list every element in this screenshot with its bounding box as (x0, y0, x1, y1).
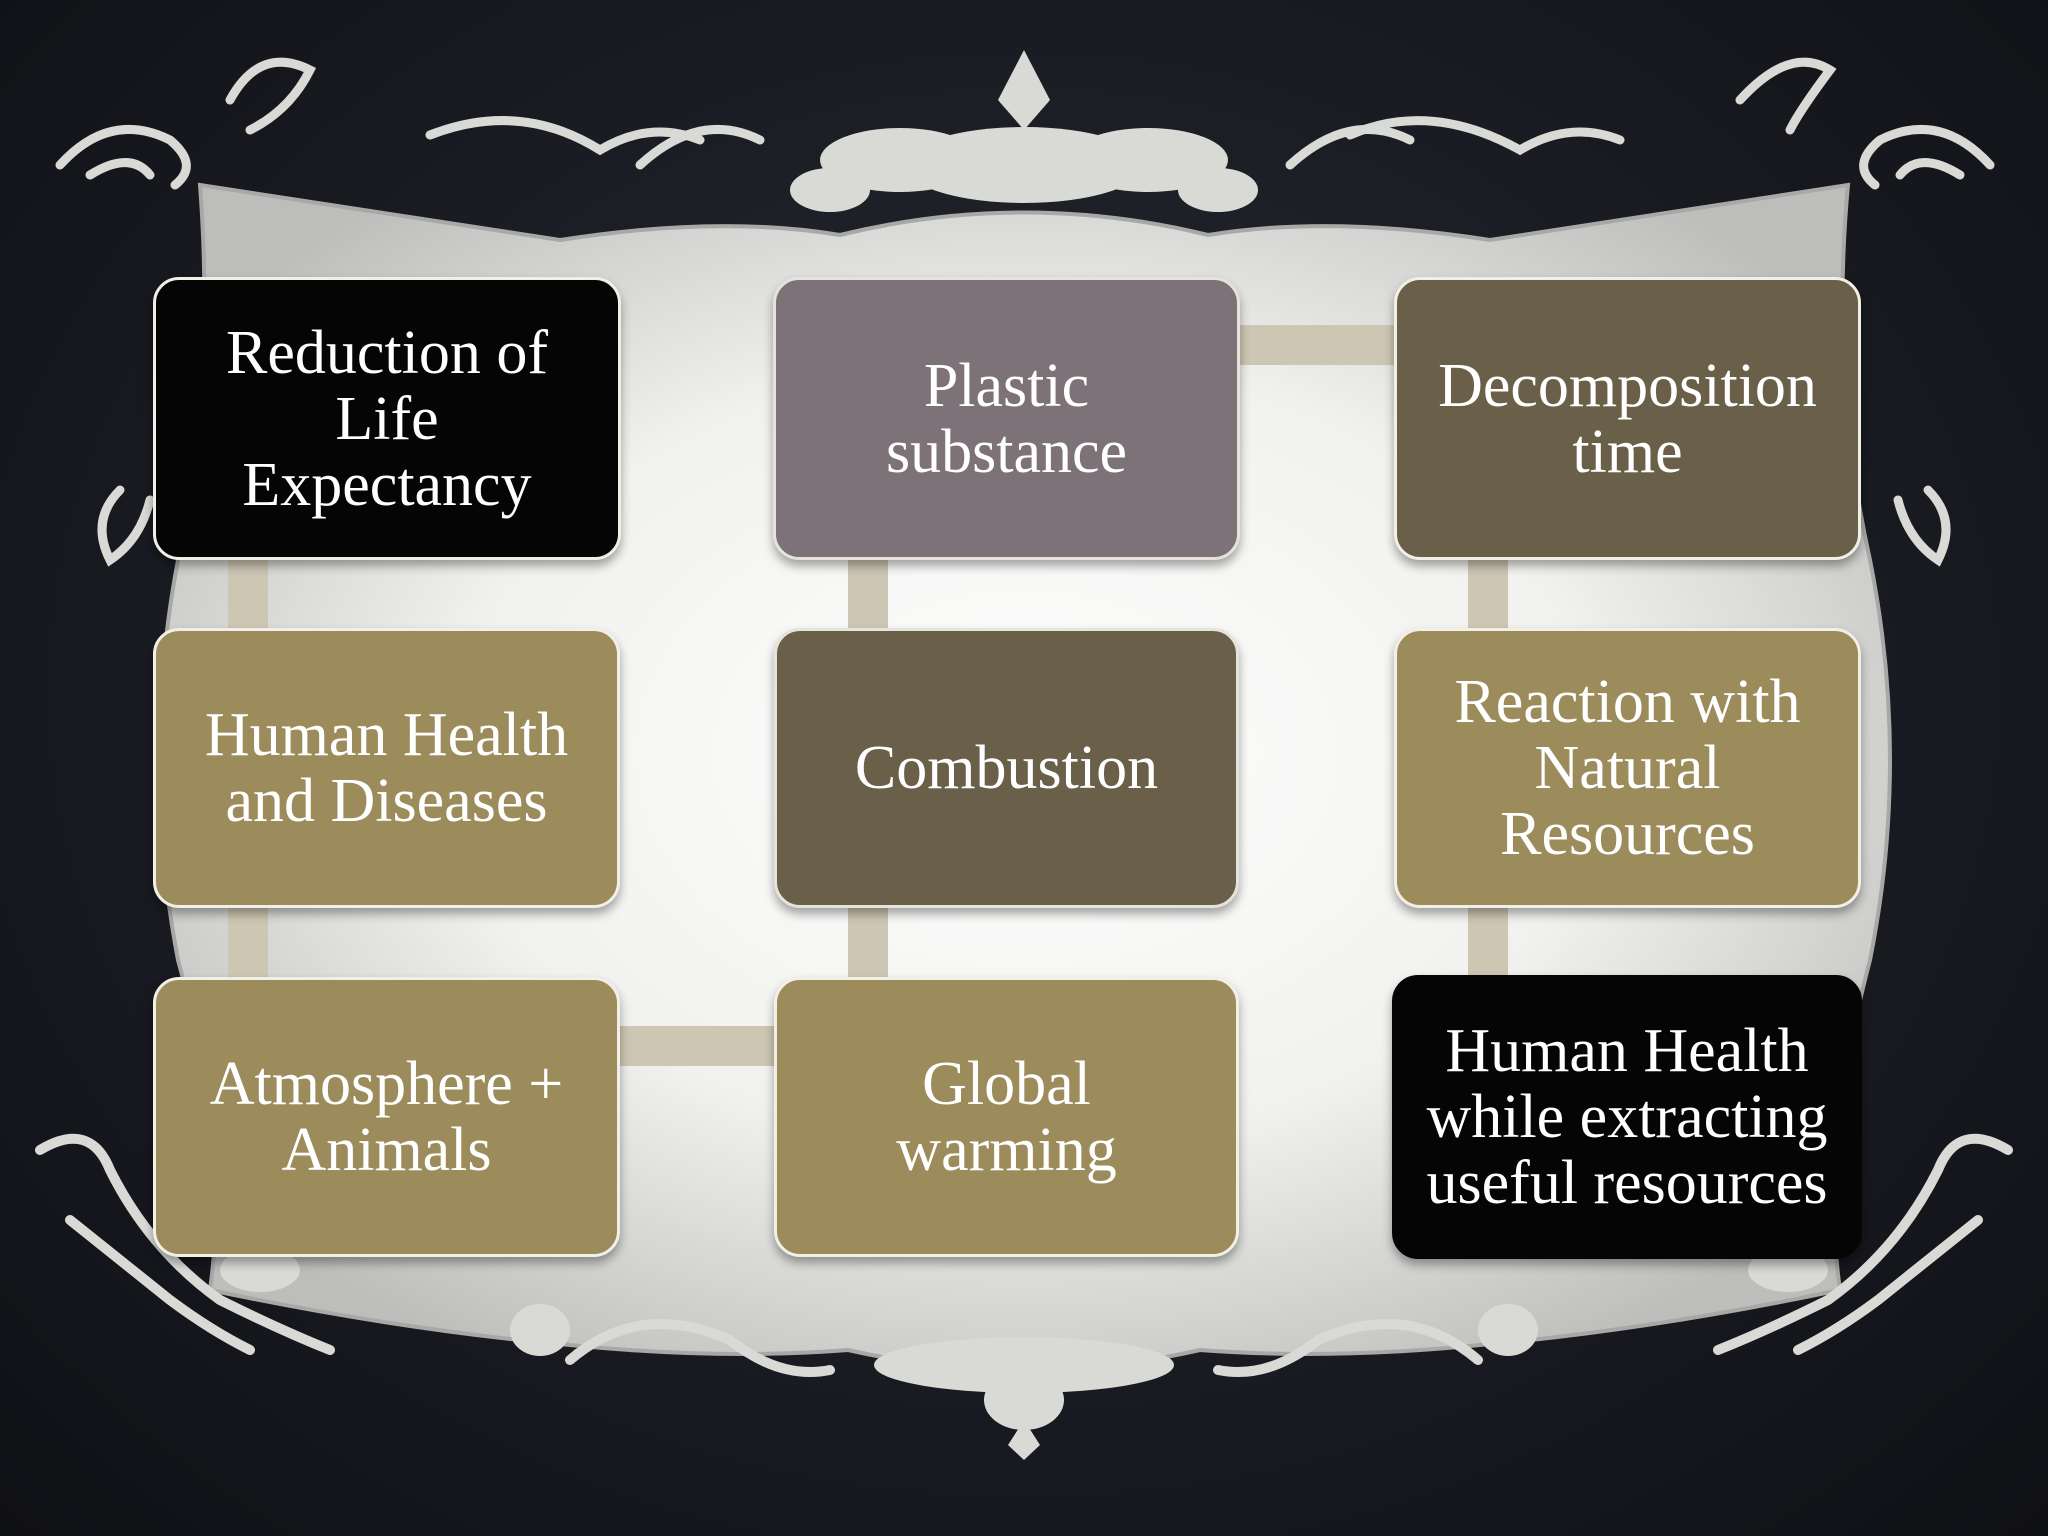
node-reaction-natural-resources-label: Reaction with Natural Resources (1454, 668, 1801, 868)
connector-plastic-decomposition (1238, 325, 1396, 365)
node-decomposition-time-label: Decomposition time (1438, 351, 1817, 486)
node-plastic-substance-label: Plastic substance (885, 351, 1128, 486)
node-reaction-natural-resources: Reaction with Natural Resources (1394, 628, 1861, 908)
connector-atmosphere-diseases (228, 905, 268, 977)
node-atmosphere-animals-label: Atmosphere + Animals (209, 1050, 564, 1184)
node-reduction-life-expectancy: Reduction of Life Expectancy (153, 277, 621, 560)
connector-diseases-reduction (228, 558, 268, 630)
connector-plastic-combustion (848, 556, 888, 630)
node-atmosphere-animals: Atmosphere + Animals (153, 977, 620, 1257)
side-ornaments (97, 485, 1951, 567)
node-human-health-diseases: Human Health and Diseases (153, 628, 620, 908)
node-reduction-life-expectancy-label: Reduction of Life Expectancy (226, 318, 548, 519)
bottom-center-ornament (220, 1248, 1828, 1460)
top-ornament (55, 57, 1995, 190)
node-global-warming: Global warming (774, 977, 1239, 1257)
connector-reaction-extracting (1468, 905, 1508, 975)
node-combustion: Combustion (774, 628, 1239, 908)
node-human-health-diseases-label: Human Health and Diseases (204, 701, 569, 835)
connector-combustion-warming (848, 905, 888, 977)
node-combustion-label: Combustion (854, 734, 1159, 802)
node-human-health-extracting-label: Human Health while extracting useful res… (1426, 1017, 1828, 1217)
center-crest-ornament (790, 50, 1258, 212)
connector-decomposition-reaction (1468, 556, 1508, 630)
node-global-warming-label: Global warming (896, 1050, 1117, 1184)
connector-warming-atmosphere (618, 1026, 776, 1066)
node-human-health-extracting: Human Health while extracting useful res… (1392, 975, 1862, 1259)
node-plastic-substance: Plastic substance (773, 277, 1240, 560)
node-decomposition-time: Decomposition time (1394, 277, 1861, 560)
